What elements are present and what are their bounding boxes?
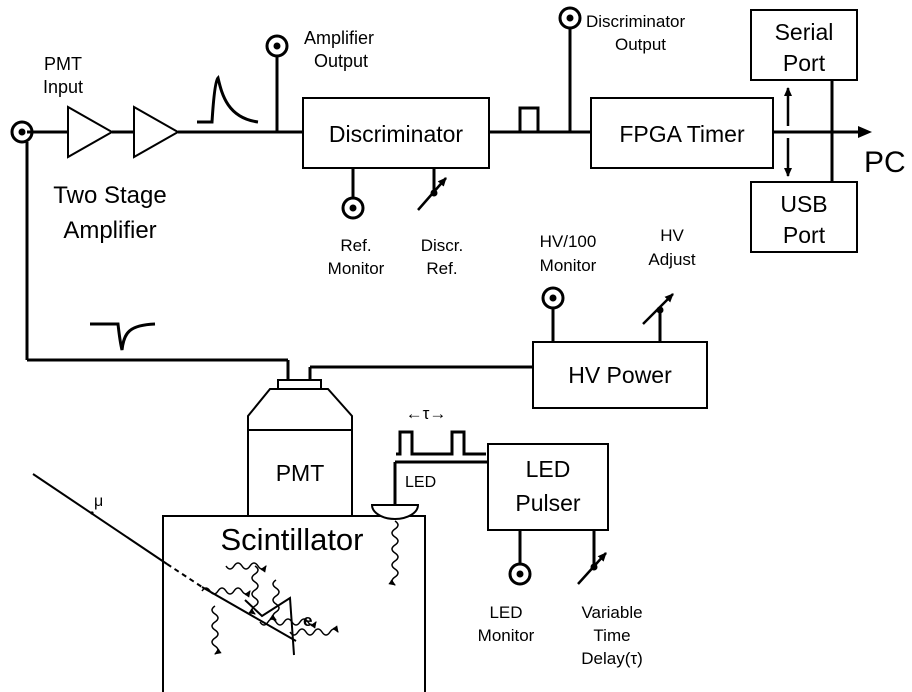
- discriminator-label: Discriminator: [329, 121, 464, 147]
- pmt-label: PMT: [276, 460, 325, 486]
- serial-port-label-2: Port: [783, 50, 826, 76]
- tau-interval-label: ←τ→: [406, 404, 447, 423]
- serial-port-block: [750, 9, 858, 81]
- variable-time-delay-label-3: Delay(τ): [581, 649, 643, 668]
- led-monitor-label-1: LED: [489, 603, 522, 622]
- negative-pulse-icon: [90, 322, 156, 351]
- discriminator-output-label-1: Discriminator: [586, 12, 686, 31]
- hv-power-label: HV Power: [568, 362, 672, 388]
- scintillator-block: [162, 515, 426, 692]
- pc-label: PC: [864, 146, 906, 179]
- led-pulser-label-1: LED: [526, 456, 571, 482]
- amplifier-stage-1: [67, 105, 115, 159]
- ref-monitor-label-2: Monitor: [328, 259, 385, 278]
- scintillation-light: [201, 520, 399, 655]
- led-pulser-block: [487, 443, 609, 531]
- discriminator-block: [302, 97, 490, 169]
- variable-delay-adjust-icon: [577, 530, 607, 585]
- led-monitor-label-2: Monitor: [478, 626, 535, 645]
- pc-arrow-head: [858, 126, 872, 138]
- led-label: LED: [405, 474, 436, 491]
- usb-port-label-2: Port: [783, 222, 826, 248]
- pmt-input-connector: [10, 120, 34, 144]
- usb-port-label-1: USB: [780, 191, 827, 217]
- led-pulse-train-icon: [396, 430, 486, 456]
- hv100-monitor-connector: [541, 286, 565, 342]
- electron-label: e: [303, 611, 312, 630]
- pmt-input-label-2: Input: [43, 77, 83, 97]
- scintillator-label: Scintillator: [221, 522, 364, 557]
- hv-adjust-label-2: Adjust: [648, 250, 696, 269]
- fpga-timer-block: [590, 97, 774, 169]
- discr-ref-label-2: Ref.: [426, 259, 457, 278]
- two-stage-amplifier-label-2: Amplifier: [63, 217, 156, 244]
- amplifier-output-connector: [265, 34, 289, 132]
- ref-monitor-connector: [341, 168, 365, 220]
- amplifier-stage-2: [133, 105, 181, 159]
- serial-port-label-1: Serial: [775, 19, 834, 45]
- square-pulse-icon: [507, 106, 556, 134]
- variable-time-delay-label-1: Variable: [581, 603, 642, 622]
- discriminator-output-label-2: Output: [615, 35, 666, 54]
- fpga-timer-label: FPGA Timer: [619, 121, 745, 147]
- amplifier-output-label-1: Amplifier: [304, 28, 374, 48]
- usb-port-block: [750, 181, 858, 253]
- variable-time-delay-label-2: Time: [593, 626, 630, 645]
- led-monitor-connector: [508, 530, 532, 586]
- led-pulser-label-2: Pulser: [515, 490, 581, 516]
- hv100-monitor-label-1: HV/100: [540, 232, 597, 251]
- hv100-monitor-label-2: Monitor: [540, 256, 597, 275]
- pmt-body: [247, 379, 353, 517]
- discr-ref-adjust-icon: [417, 168, 447, 211]
- hv-adjust-icon: [642, 293, 674, 342]
- hv-adjust-label-1: HV: [660, 226, 684, 245]
- discriminator-output-connector: [558, 6, 582, 132]
- two-stage-amplifier-label-1: Two Stage: [53, 182, 166, 209]
- led-icon: [370, 460, 488, 520]
- hv-power-block: [532, 341, 708, 409]
- amplifier-output-label-2: Output: [314, 51, 368, 71]
- pulse-shape-icon: [197, 75, 259, 124]
- pmt-input-label-1: PMT: [44, 54, 82, 74]
- discr-ref-label-1: Discr.: [421, 236, 464, 255]
- signal-wires: [25, 130, 858, 383]
- muon-label: μ: [94, 493, 103, 510]
- ref-monitor-label-1: Ref.: [340, 236, 371, 255]
